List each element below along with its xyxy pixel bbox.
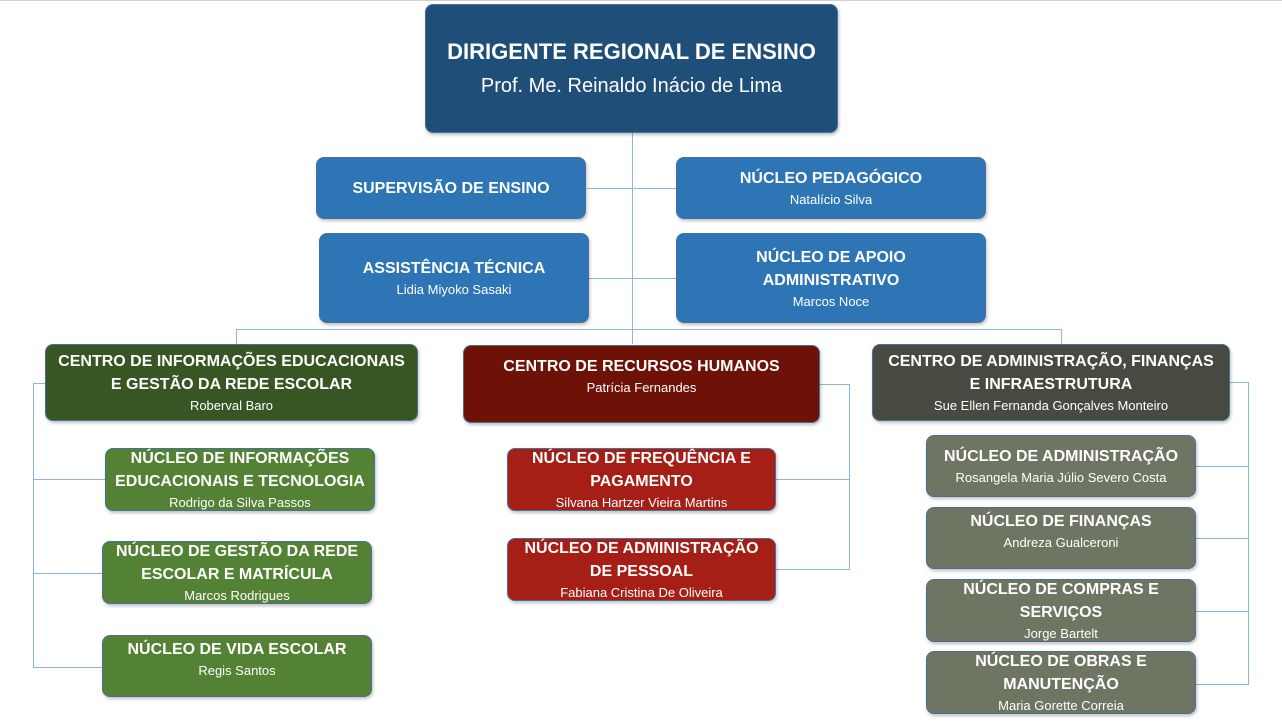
box-title: ASSISTÊNCIA TÉCNICA (362, 260, 546, 277)
unit-box[interactable]: NÚCLEO DE FREQUÊNCIA E PAGAMENTO Silvana… (507, 448, 776, 511)
connector (236, 329, 237, 344)
unit-box[interactable]: NÚCLEO DE OBRAS E MANUTENÇÃO Maria Goret… (926, 651, 1196, 714)
unit-box[interactable]: NÚCLEO DE COMPRAS E SERVIÇOS Jorge Barte… (926, 579, 1196, 642)
box-title: E GESTÃO DA REDE ESCOLAR (110, 376, 353, 393)
box-name: Regis Santos (198, 663, 276, 678)
connector (1196, 684, 1248, 685)
box-title: NÚCLEO DE FREQUÊNCIA E (532, 450, 751, 467)
box-title: NÚCLEO DE FINANÇAS (970, 513, 1152, 530)
box-title: NÚCLEO DE ADMINISTRAÇÃO (943, 448, 1179, 465)
connector (776, 569, 849, 570)
box-name: Rosangela Maria Júlio Severo Costa (955, 470, 1167, 485)
connector (820, 384, 849, 385)
unit-box[interactable]: NÚCLEO DE ADMINISTRAÇÃO Rosangela Maria … (926, 435, 1196, 497)
connector (776, 479, 849, 480)
box-name: Fabiana Cristina De Oliveira (560, 585, 723, 600)
connector (33, 573, 102, 574)
box-title: NÚCLEO DE GESTÃO DA REDE (115, 543, 359, 560)
box-name: Marcos Rodrigues (184, 588, 290, 603)
box-title: NÚCLEO PEDAGÓGICO (739, 170, 923, 187)
connector (33, 667, 102, 668)
supervisao-box[interactable]: SUPERVISÃO DE ENSINO (316, 157, 586, 219)
box-title: CENTRO DE INFORMAÇÕES EDUCACIONAIS (58, 353, 405, 370)
box-name: Sue Ellen Fernanda Gonçalves Monteiro (933, 398, 1169, 413)
connector (1061, 329, 1062, 344)
box-name: Silvana Hartzer Vieira Martins (555, 495, 728, 510)
connector (33, 383, 45, 384)
connector (33, 479, 105, 480)
box-name: Natalício Silva (789, 192, 873, 207)
box-title: DE PESSOAL (589, 563, 694, 580)
box-name: Jorge Bartelt (1024, 626, 1098, 641)
box-title: ESCOLAR E MATRÍCULA (141, 566, 333, 583)
box-title: NÚCLEO DE VIDA ESCOLAR (127, 641, 347, 658)
director-name: Prof. Me. Reinaldo Inácio de Lima (480, 74, 783, 97)
connector (1196, 466, 1248, 467)
box-title: NÚCLEO DE ADMINISTRAÇÃO (524, 540, 759, 557)
unit-box[interactable]: NÚCLEO DE INFORMAÇÕES EDUCACIONAIS E TEC… (105, 448, 375, 511)
box-title: MANUTENÇÃO (1003, 676, 1119, 693)
connector (632, 133, 633, 344)
connector (236, 329, 1062, 330)
box-name: Roberval Baro (189, 398, 274, 413)
box-title: NÚCLEO DE COMPRAS E (963, 581, 1159, 598)
box-title: NÚCLEO DE OBRAS E (975, 653, 1147, 670)
assistencia-box[interactable]: ASSISTÊNCIA TÉCNICA Lidia Miyoko Sasaki (319, 233, 589, 323)
box-name: Patrícia Fernandes (586, 380, 697, 395)
center-rh-box[interactable]: CENTRO DE RECURSOS HUMANOS Patrícia Fern… (463, 345, 820, 423)
box-title: SUPERVISÃO DE ENSINO (352, 179, 550, 197)
box-title: CENTRO DE RECURSOS HUMANOS (503, 358, 780, 375)
box-name: Maria Gorette Correia (998, 698, 1124, 713)
connector (1196, 538, 1248, 539)
pedagogico-box[interactable]: NÚCLEO PEDAGÓGICO Natalício Silva (676, 157, 986, 219)
box-title: E INFRAESTRUTURA (969, 376, 1133, 393)
box-title: CENTRO DE ADMINISTRAÇÃO, FINANÇAS (888, 353, 1214, 370)
connector (589, 278, 676, 279)
director-box[interactable]: DIRIGENTE REGIONAL DE ENSINO Prof. Me. R… (425, 4, 838, 133)
connector (1248, 382, 1249, 685)
box-title: EDUCACIONAIS E TECNOLOGIA (115, 473, 365, 490)
connector (1230, 382, 1248, 383)
box-title: NÚCLEO DE INFORMAÇÕES (130, 450, 350, 467)
box-title: ADMINISTRATIVO (762, 271, 900, 289)
connector (849, 384, 850, 570)
box-name: Rodrigo da Silva Passos (169, 495, 311, 510)
connector (33, 383, 34, 668)
apoio-box[interactable]: NÚCLEO DE APOIO ADMINISTRATIVO Marcos No… (676, 233, 986, 323)
unit-box[interactable]: NÚCLEO DE FINANÇAS Andreza Gualceroni (926, 507, 1196, 569)
box-title: SERVIÇOS (1019, 604, 1103, 621)
box-name: Andreza Gualceroni (1003, 535, 1119, 550)
connector (1196, 611, 1248, 612)
unit-box[interactable]: NÚCLEO DE GESTÃO DA REDE ESCOLAR E MATRÍ… (102, 541, 372, 604)
box-name: Marcos Noce (792, 293, 870, 309)
center-info-box[interactable]: CENTRO DE INFORMAÇÕES EDUCACIONAIS E GES… (45, 344, 418, 421)
center-adm-box[interactable]: CENTRO DE ADMINISTRAÇÃO, FINANÇAS E INFR… (872, 344, 1230, 421)
unit-box[interactable]: NÚCLEO DE ADMINISTRAÇÃO DE PESSOAL Fabia… (507, 538, 776, 601)
director-title: DIRIGENTE REGIONAL DE ENSINO (447, 38, 816, 64)
box-title: NÚCLEO DE APOIO (756, 248, 906, 266)
box-title: PAGAMENTO (590, 473, 693, 490)
unit-box[interactable]: NÚCLEO DE VIDA ESCOLAR Regis Santos (102, 635, 372, 697)
box-name: Lidia Miyoko Sasaki (396, 282, 512, 297)
connector (587, 188, 676, 189)
